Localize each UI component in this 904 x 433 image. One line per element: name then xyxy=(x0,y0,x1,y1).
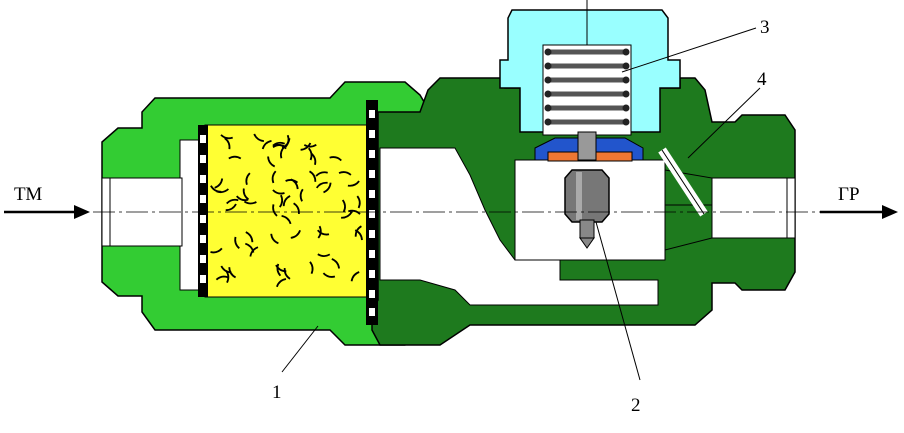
filter-fiber xyxy=(310,152,317,166)
filter-fiber xyxy=(236,195,249,202)
valve-seat xyxy=(534,131,644,162)
filter-fiber xyxy=(228,155,242,160)
filter-fiber xyxy=(303,144,317,148)
filter-fiber xyxy=(317,229,330,236)
filter-fiber xyxy=(281,215,292,225)
filter-fiber xyxy=(272,189,285,195)
filter-fiber xyxy=(300,142,312,151)
filter-fiber xyxy=(270,233,279,245)
filter-fiber xyxy=(329,156,342,162)
filter-fiber xyxy=(226,198,239,205)
filter-fiber xyxy=(220,134,233,140)
filter-fiber xyxy=(315,171,328,177)
filter-fiber xyxy=(282,195,291,207)
filter-fiber xyxy=(249,246,259,257)
spring-cap xyxy=(499,0,681,136)
left-plate-perforations xyxy=(200,135,206,283)
filter-fiber xyxy=(215,275,229,281)
inlet-label: ТМ xyxy=(14,184,42,205)
filter-fiber xyxy=(214,178,224,189)
callout-1: 1 xyxy=(272,382,282,403)
filter-fiber xyxy=(356,195,361,209)
filter-fiber xyxy=(267,156,276,168)
callout-3: 3 xyxy=(760,17,770,38)
filter-fiber xyxy=(341,211,353,219)
filter-fiber xyxy=(350,271,360,282)
filter-fiber xyxy=(338,171,352,176)
filter-fiber xyxy=(228,267,237,279)
filter-fiber xyxy=(216,188,230,194)
filter-fiber xyxy=(243,200,257,205)
filter-fiber xyxy=(245,172,251,185)
spring xyxy=(544,48,630,126)
filter-fiber xyxy=(271,170,277,184)
filter-fiber xyxy=(323,182,332,194)
filter-fiber xyxy=(293,202,300,214)
filter-fiber xyxy=(347,180,360,187)
filter-fiber xyxy=(242,188,250,201)
filter-fiber xyxy=(322,272,336,278)
filter-fiber xyxy=(283,268,291,280)
filter-fiber xyxy=(317,225,322,239)
filter-fiber xyxy=(224,137,231,150)
filter-fiber xyxy=(272,141,286,147)
filter-fiber xyxy=(348,209,361,215)
filter-fiber xyxy=(309,170,317,182)
leader-lines xyxy=(281,27,761,381)
callout-4: 4 xyxy=(757,69,767,90)
inlet-arrow xyxy=(4,205,90,219)
filter-fiber xyxy=(290,229,301,239)
filter-fiber xyxy=(285,179,299,184)
filter-fiber xyxy=(281,138,291,149)
filter-fiber xyxy=(245,231,254,243)
filter-fiber xyxy=(272,204,278,217)
filter-fiber xyxy=(315,181,328,189)
right-plate-perforations xyxy=(369,110,375,316)
filter-fiber xyxy=(341,199,346,213)
filter-fiber xyxy=(225,203,237,212)
filter-fiber xyxy=(234,236,240,249)
filter-fiber xyxy=(279,194,284,208)
filter-element xyxy=(198,100,378,325)
filter-fiber xyxy=(210,247,223,254)
filter-fiber xyxy=(299,188,304,202)
outlet-arrow xyxy=(820,205,898,219)
callout-2: 2 xyxy=(631,395,641,416)
filter-fiber xyxy=(253,133,265,142)
plunger xyxy=(564,169,610,249)
filter-fiber xyxy=(309,261,314,275)
filter-fiber xyxy=(331,258,340,269)
filter-fiber xyxy=(276,278,287,288)
filter-fiber xyxy=(317,253,331,257)
filter-fiber xyxy=(276,263,282,277)
filter-fiber xyxy=(225,270,230,283)
filter-fiber xyxy=(261,140,272,150)
outlet-label: ГР xyxy=(838,184,860,205)
filter-fiber xyxy=(354,229,363,241)
filter-fibers xyxy=(210,133,363,288)
